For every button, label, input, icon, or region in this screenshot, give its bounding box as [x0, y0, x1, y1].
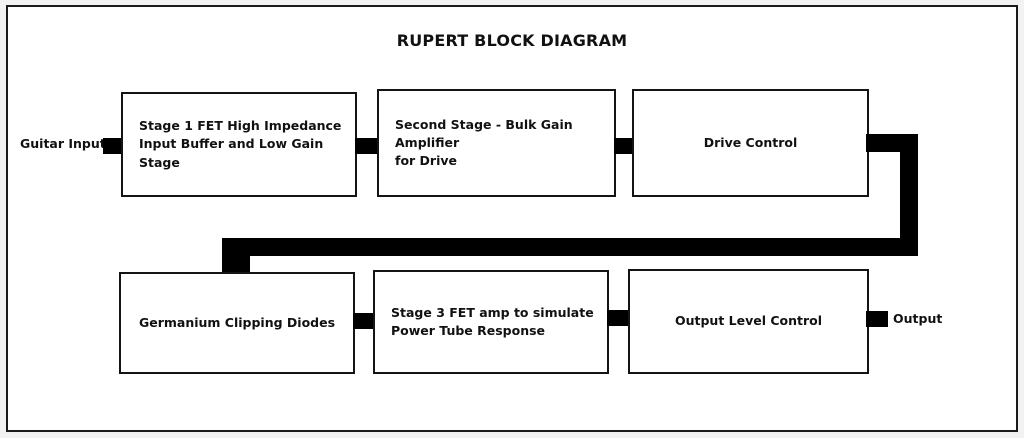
block-stage3-label: Stage 3 FET amp to simulate Power Tube R… [391, 304, 594, 338]
input-terminal-label: Guitar Input [20, 136, 106, 151]
block-germanium-diodes: Germanium Clipping Diodes [119, 272, 355, 374]
route-diodes-entry-vertical [222, 238, 250, 276]
block-stage2: Second Stage - Bulk Gain Amplifier for D… [377, 89, 616, 197]
block-stage2-label: Second Stage - Bulk Gain Amplifier for D… [395, 116, 573, 169]
connector-stage3-to-output-level [607, 310, 630, 326]
connector-input-to-stage1 [103, 138, 123, 154]
connector-stage2-to-drive [614, 138, 634, 154]
block-drive-control-label: Drive Control [703, 134, 798, 150]
block-output-level: Output Level Control [628, 269, 869, 374]
connector-stage1-to-stage2 [355, 138, 379, 154]
connector-output-level-to-output [866, 311, 888, 327]
route-right-vertical [900, 134, 918, 256]
block-stage1: Stage 1 FET High Impedance Input Buffer … [121, 92, 357, 197]
block-stage1-label: Stage 1 FET High Impedance Input Buffer … [139, 118, 342, 170]
output-terminal-label: Output [893, 311, 943, 326]
diagram-title: RUPERT BLOCK DIAGRAM [396, 31, 628, 50]
connector-diodes-to-stage3 [353, 313, 375, 329]
block-output-level-label: Output Level Control [674, 313, 823, 329]
route-middle-horizontal [222, 238, 918, 256]
block-stage3: Stage 3 FET amp to simulate Power Tube R… [373, 270, 609, 374]
block-germanium-diodes-label: Germanium Clipping Diodes [138, 314, 336, 330]
block-drive-control: Drive Control [632, 89, 869, 197]
